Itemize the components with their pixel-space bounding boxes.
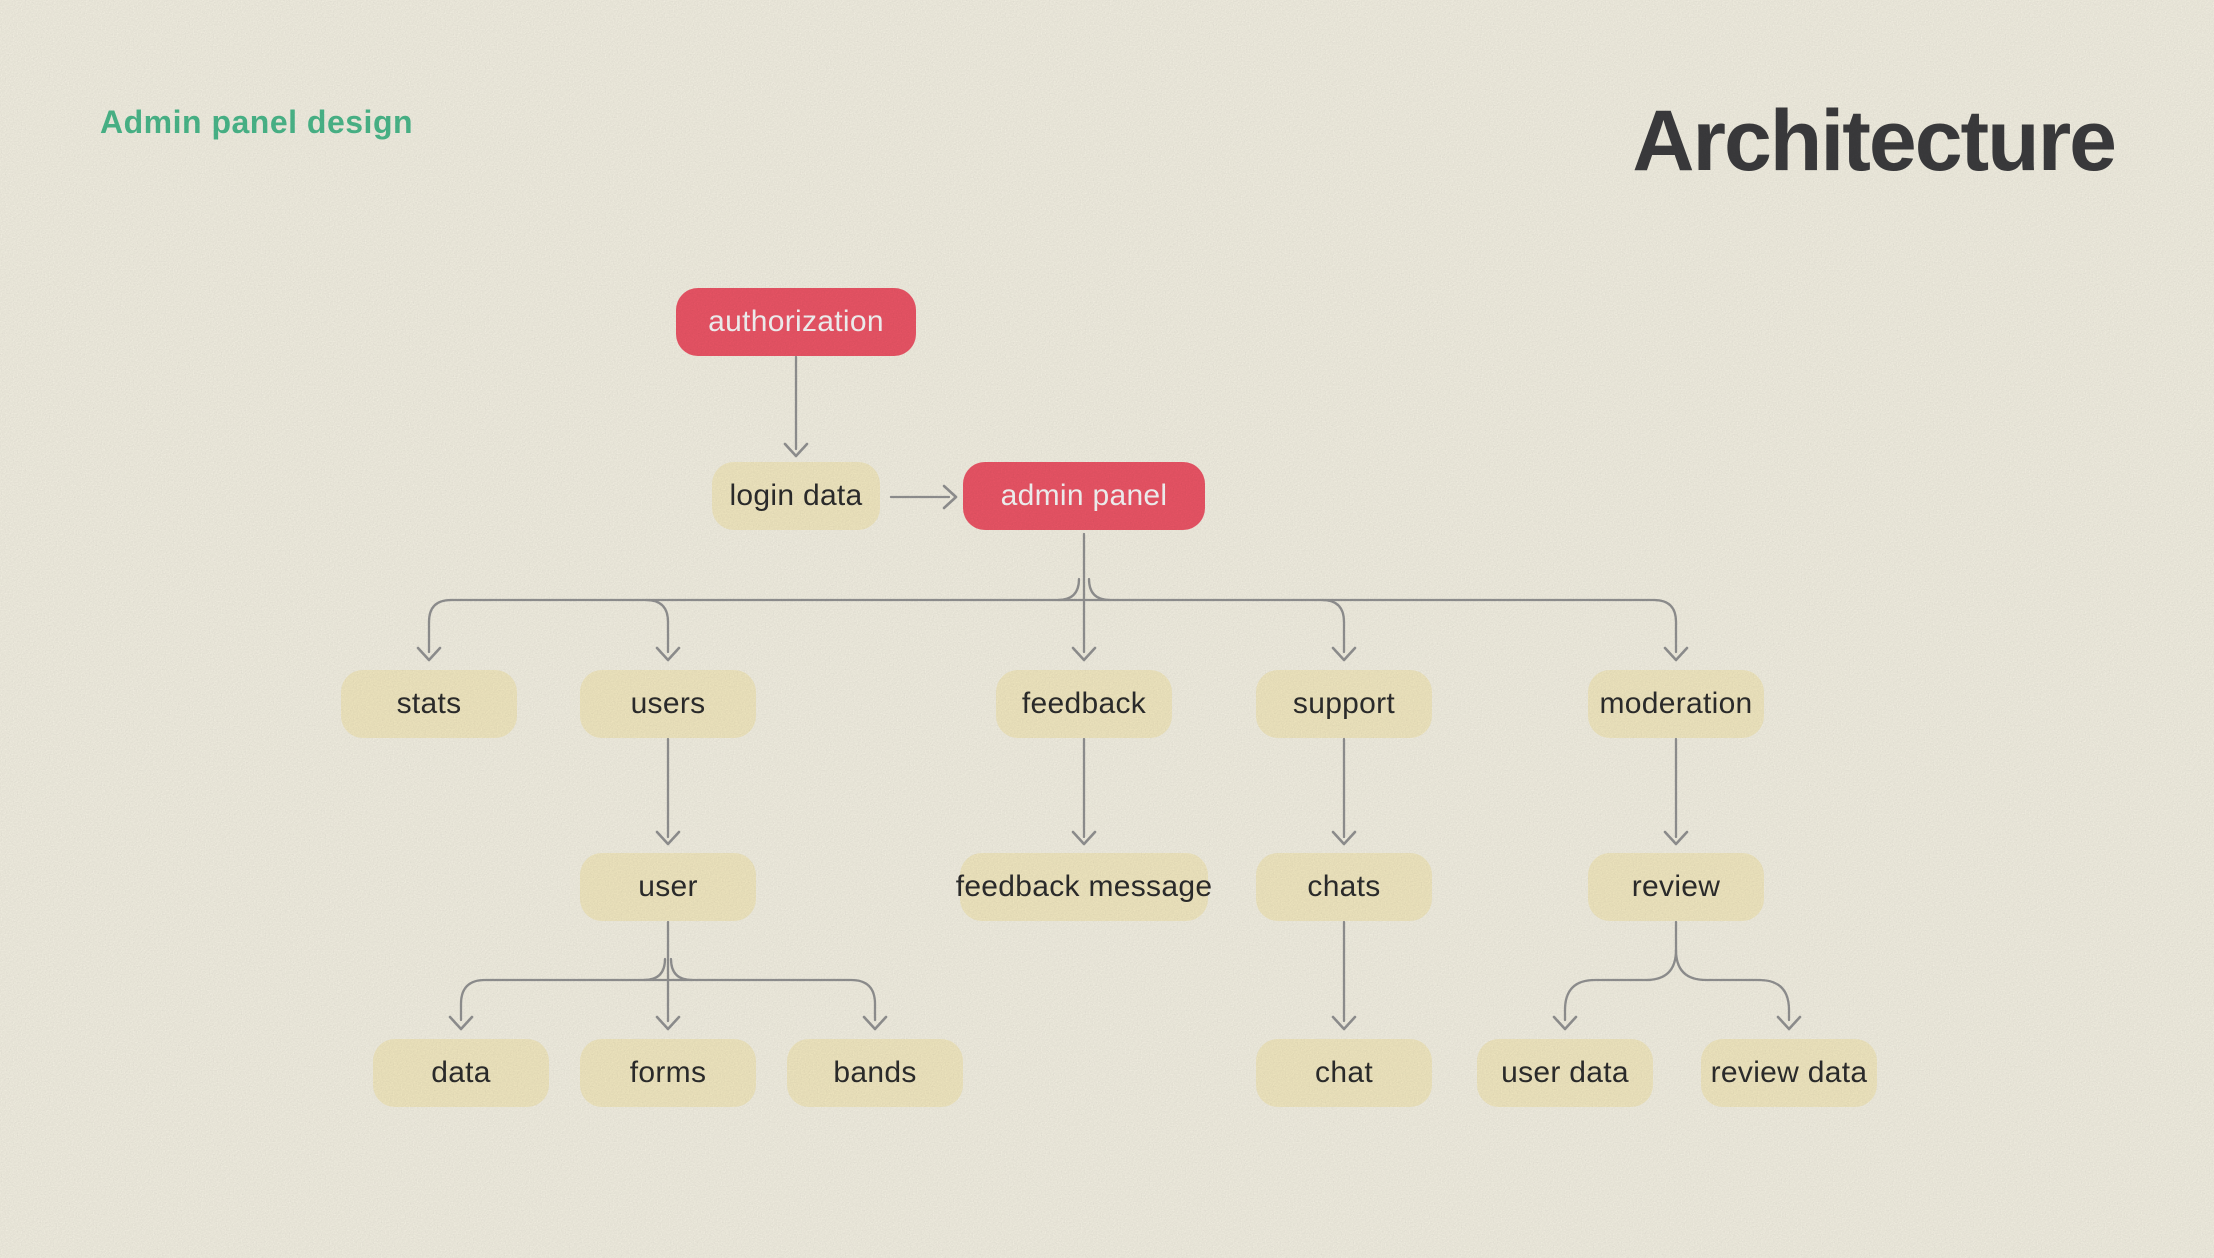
node-authorization: authorization <box>676 288 916 356</box>
edge-rail-tee-users <box>644 598 670 654</box>
edge-user-fillet-left <box>642 957 667 982</box>
node-admin-panel: admin panel <box>963 462 1205 530</box>
node-moderation: moderation <box>1588 670 1764 738</box>
node-forms: forms <box>580 1039 756 1107</box>
node-review: review <box>1588 853 1764 921</box>
edge-review-review-data <box>1674 948 1791 1022</box>
node-bands: bands <box>787 1039 963 1107</box>
node-data: data <box>373 1039 549 1107</box>
edge-stem-fillet-right <box>1087 577 1112 602</box>
node-feedback: feedback <box>996 670 1172 738</box>
node-users: users <box>580 670 756 738</box>
node-support: support <box>1256 670 1432 738</box>
edge-review-user-data <box>1563 920 1678 1022</box>
node-chats: chats <box>1256 853 1432 921</box>
node-stats: stats <box>341 670 517 738</box>
edge-rail-tee-support <box>1320 598 1346 654</box>
node-login-data: login data <box>712 462 880 530</box>
edge-stem-fillet-left <box>1056 577 1081 602</box>
node-feedback-message: feedback message <box>956 853 1212 921</box>
edge-admin-panel-rail <box>427 598 1678 654</box>
node-user-data: user data <box>1477 1039 1653 1107</box>
node-chat: chat <box>1256 1039 1432 1107</box>
node-review-data: review data <box>1701 1039 1877 1107</box>
node-user: user <box>580 853 756 921</box>
edge-user-fillet-right <box>669 957 694 982</box>
